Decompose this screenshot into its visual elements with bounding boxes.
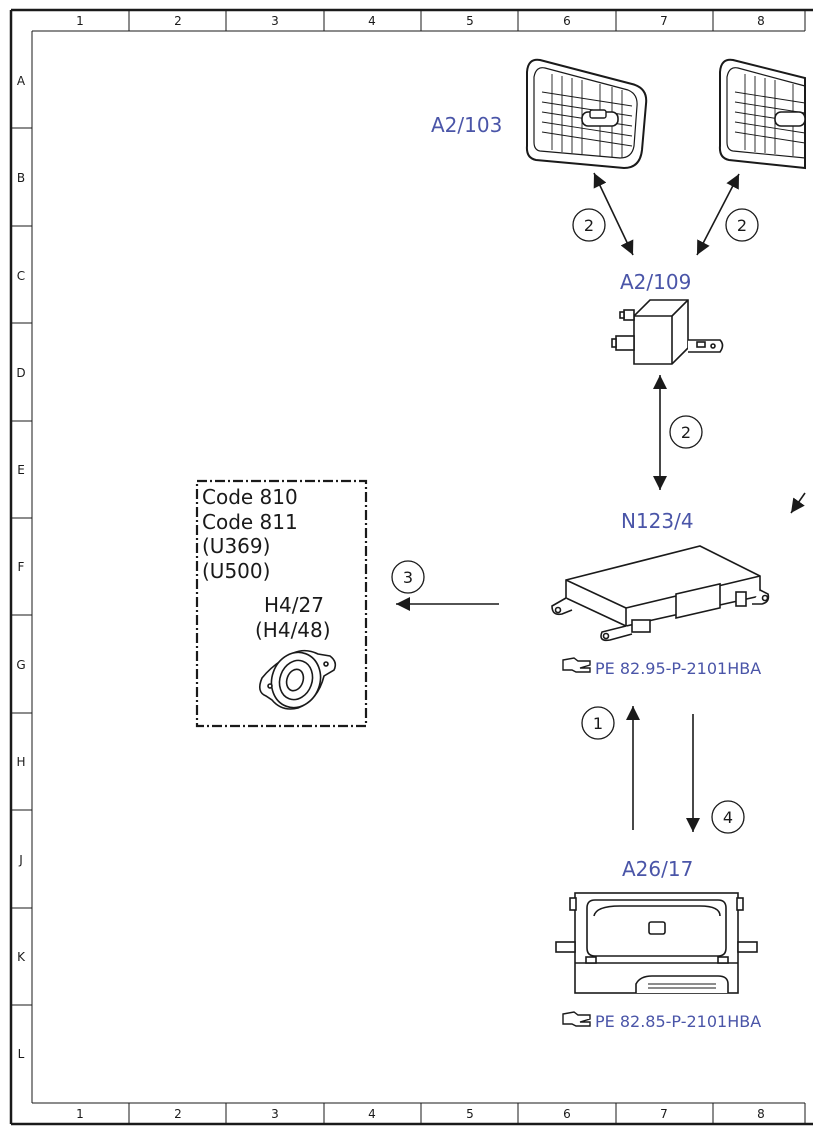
overhead-control-panel-icon xyxy=(555,892,758,994)
optional-equipment-box xyxy=(195,479,368,728)
arrow-offpage xyxy=(790,492,806,514)
reference-hand-icon xyxy=(562,657,591,673)
row-label: K xyxy=(17,950,26,964)
col-label-bottom: 7 xyxy=(660,1107,668,1121)
connection-badge-3: 3 xyxy=(391,560,425,594)
col-label-top: 8 xyxy=(757,14,765,28)
option-code-line: (U500) xyxy=(202,559,270,583)
col-label-top: 5 xyxy=(466,14,474,28)
connection-number: 4 xyxy=(723,808,733,827)
option-code-line: (U369) xyxy=(202,534,270,558)
connection-number: 1 xyxy=(593,714,603,733)
row-label: H xyxy=(16,755,25,769)
connection-number: 2 xyxy=(681,423,691,442)
row-label: A xyxy=(17,74,26,88)
connection-badge-1: 1 xyxy=(581,706,615,740)
arrow-a2-103-left xyxy=(593,172,634,256)
col-label-bottom: 3 xyxy=(271,1107,279,1121)
connection-badge-2: 2 xyxy=(572,208,606,242)
row-label: G xyxy=(16,658,25,672)
col-label-top: 3 xyxy=(271,14,279,28)
option-code-line: Code 811 xyxy=(202,510,298,534)
col-label-top: 7 xyxy=(660,14,668,28)
row-label: B xyxy=(17,171,25,185)
control-unit-icon xyxy=(551,545,770,642)
grid-labels: 1 2 3 4 5 6 7 8 1 2 3 4 5 6 7 8 A B C D … xyxy=(16,14,764,1121)
col-label-bottom: 6 xyxy=(563,1107,571,1121)
col-label-bottom: 5 xyxy=(466,1107,474,1121)
a26-17-label: A26/17 xyxy=(622,857,693,881)
connection-number: 2 xyxy=(737,216,747,235)
connection-number: 2 xyxy=(584,216,594,235)
antenna-amplifier-module-icon xyxy=(611,299,724,365)
speaker-grille-icon xyxy=(525,58,648,170)
n123-4-reference[interactable]: PE 82.95-P-2101HBA xyxy=(595,659,761,678)
connection-badge-2: 2 xyxy=(669,415,703,449)
n123-4-label: N123/4 xyxy=(621,509,694,533)
connection-number: 3 xyxy=(403,568,413,587)
row-label: E xyxy=(17,463,25,477)
connection-badge-4: 4 xyxy=(711,800,745,834)
row-label: D xyxy=(16,366,25,380)
loudspeaker-icon xyxy=(258,649,337,710)
col-label-bottom: 4 xyxy=(368,1107,376,1121)
connection-badge-2: 2 xyxy=(725,208,759,242)
connection-arrows xyxy=(396,172,806,832)
a2-109-label: A2/109 xyxy=(620,270,691,294)
col-label-bottom: 1 xyxy=(76,1107,84,1121)
col-label-bottom: 2 xyxy=(174,1107,182,1121)
a2-103-label: A2/103 xyxy=(431,113,502,137)
h4-48-label: (H4/48) xyxy=(255,618,331,642)
a26-17-reference[interactable]: PE 82.85-P-2101HBA xyxy=(595,1012,761,1031)
row-label: F xyxy=(18,560,25,574)
drawing-frame xyxy=(9,8,813,1126)
col-label-bottom: 8 xyxy=(757,1107,765,1121)
col-label-top: 1 xyxy=(76,14,84,28)
speaker-grille-icon xyxy=(718,58,806,170)
row-label: C xyxy=(17,269,25,283)
row-label: L xyxy=(18,1047,25,1061)
row-label: J xyxy=(18,853,23,867)
col-label-top: 6 xyxy=(563,14,571,28)
col-label-top: 4 xyxy=(368,14,376,28)
h4-27-label: H4/27 xyxy=(264,593,324,617)
option-code-line: Code 810 xyxy=(202,485,298,509)
reference-hand-icon xyxy=(562,1011,591,1027)
col-label-top: 2 xyxy=(174,14,182,28)
arrow-a2-103-right xyxy=(696,173,740,256)
